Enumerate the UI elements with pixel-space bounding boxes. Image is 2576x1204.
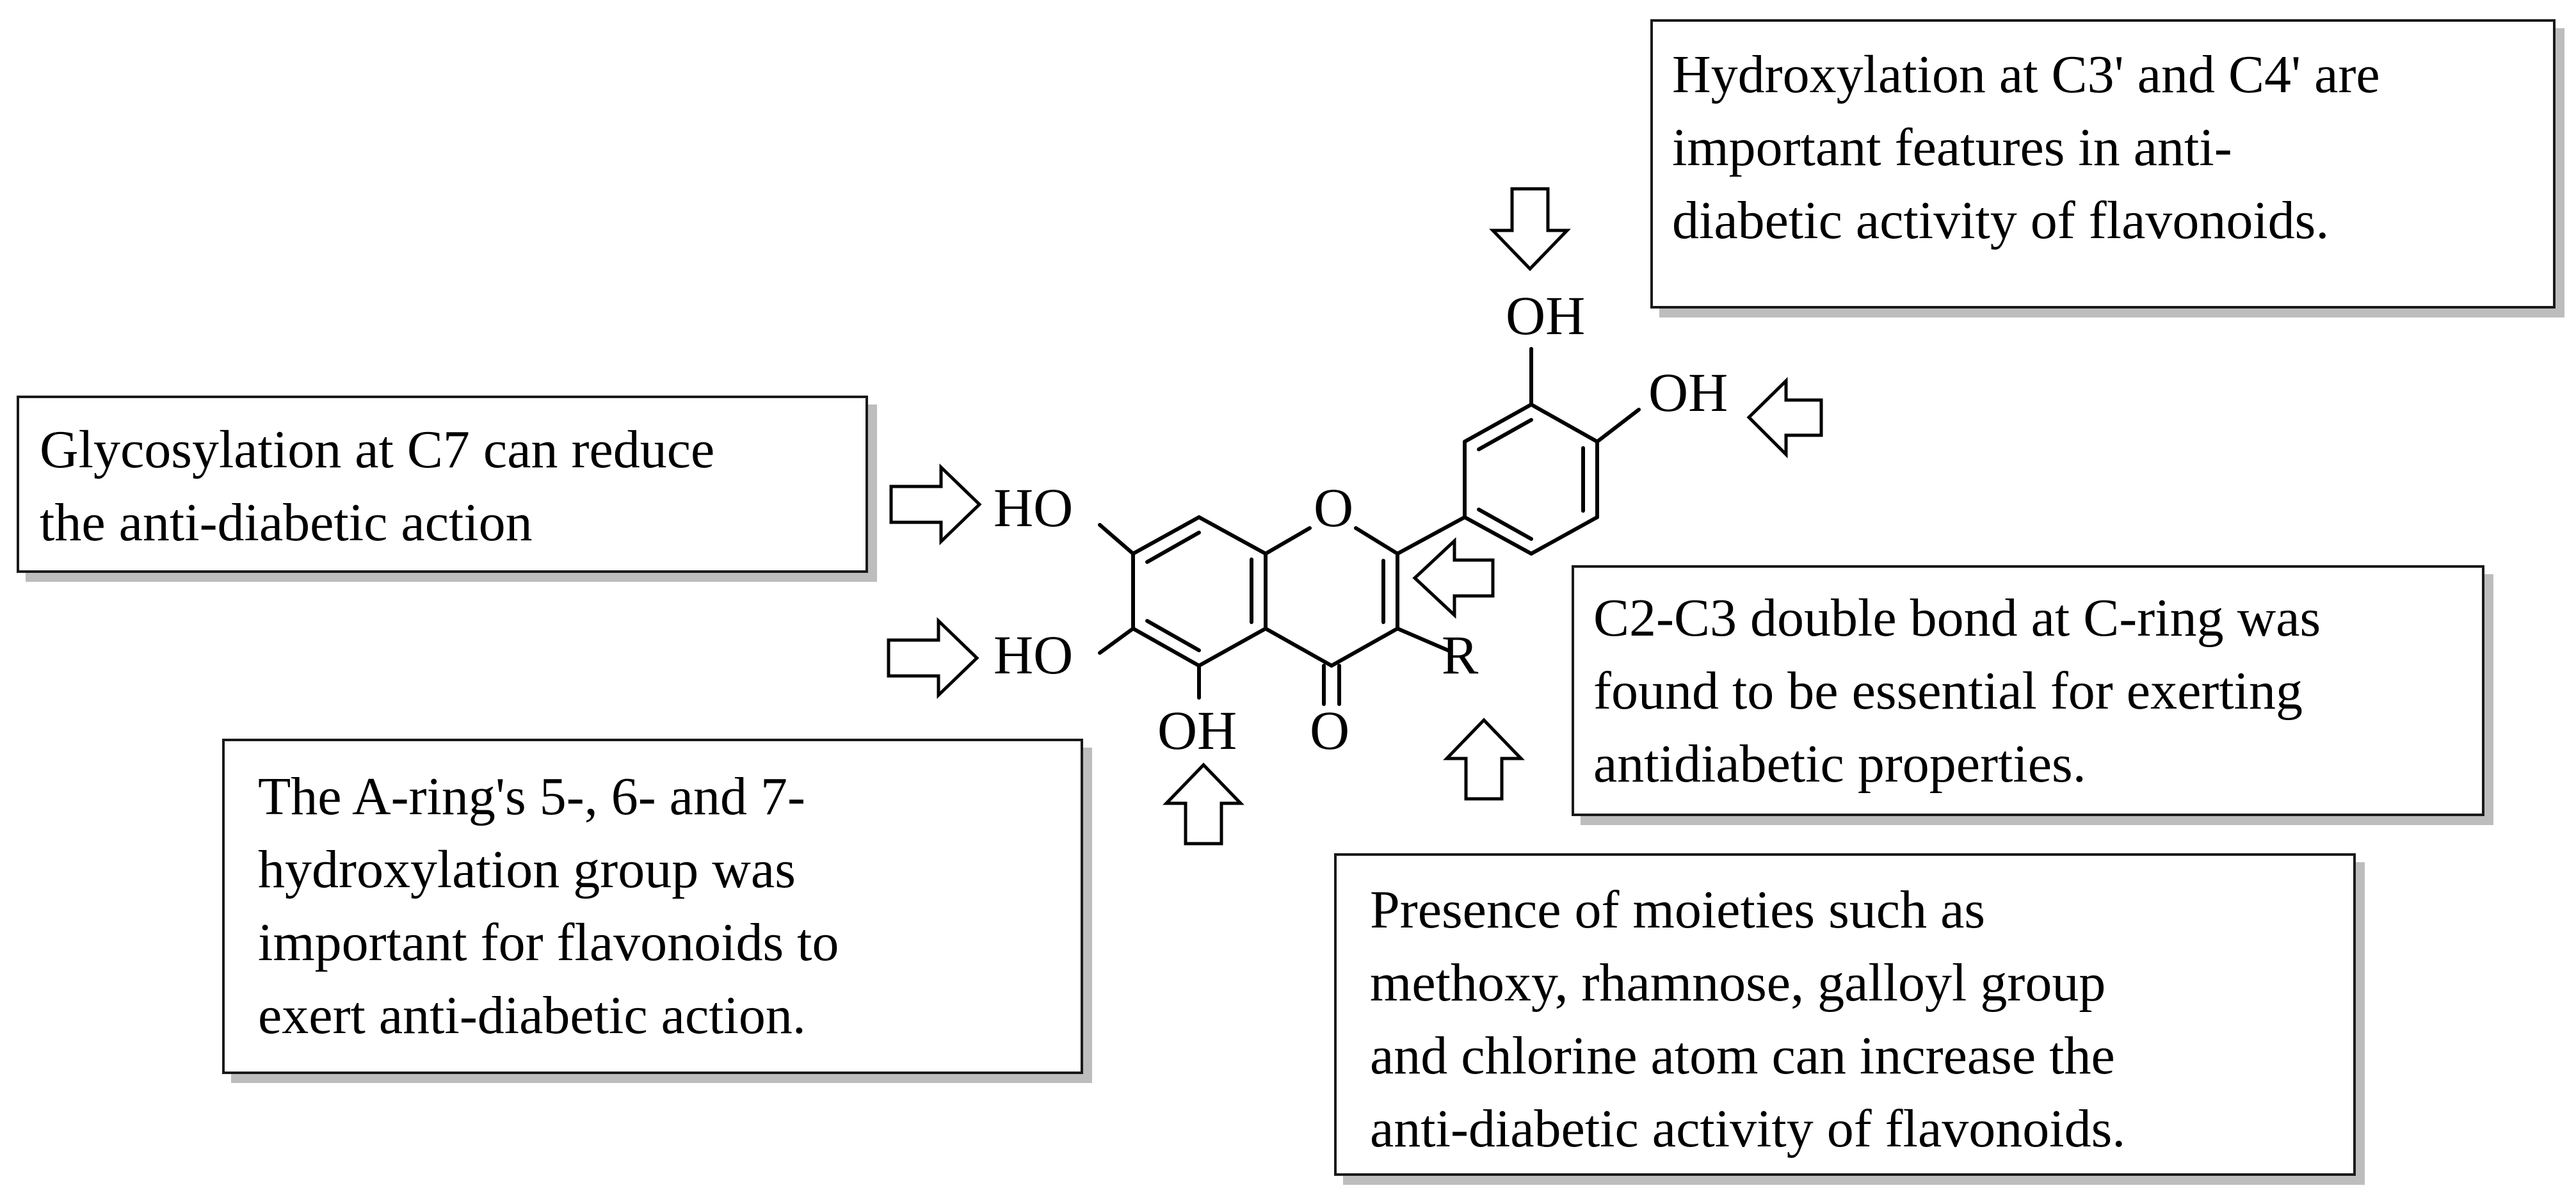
arrow-up-icon	[1163, 762, 1244, 846]
annotation-line: the anti-diabetic action	[40, 493, 533, 552]
arrows	[887, 187, 1823, 846]
arrow-right-icon	[887, 617, 979, 699]
arrow-right-icon	[889, 463, 982, 545]
arrow-down-icon	[1489, 187, 1571, 271]
atom-oh-c3prime: OH	[1506, 285, 1585, 346]
arrow-left-icon	[1746, 377, 1823, 459]
annotation-line: exert anti-diabetic action.	[258, 986, 806, 1045]
annotation-line: diabetic activity of flavonoids.	[1672, 191, 2330, 250]
annotation-moieties: Presence of moieties such as methoxy, rh…	[1334, 853, 2356, 1176]
atom-ho-c6: HO	[994, 624, 1073, 686]
atom-r-group: R	[1442, 624, 1479, 686]
atom-labels: HO HO OH O O R OH OH	[994, 285, 1728, 761]
atom-oh-c5: OH	[1157, 700, 1237, 761]
atom-o-ring: O	[1314, 477, 1353, 538]
annotation-line: Glycosylation at C7 can reduce	[40, 420, 715, 479]
atom-o-carbonyl: O	[1310, 700, 1349, 761]
annotation-line: important for flavonoids to	[258, 913, 839, 972]
bonds	[1098, 347, 1641, 706]
atom-ho-c7: HO	[994, 477, 1073, 538]
annotation-line: hydroxylation group was	[258, 840, 796, 899]
annotation-a-ring-hydroxylation: The A-ring's 5-, 6- and 7- hydroxylation…	[222, 739, 1083, 1074]
atom-oh-c4prime: OH	[1648, 362, 1728, 423]
annotation-line: found to be essential for exerting	[1593, 661, 2303, 721]
annotation-line: anti-diabetic activity of flavonoids.	[1370, 1099, 2126, 1159]
arrow-up-icon	[1443, 718, 1525, 801]
arrow-left-icon	[1412, 537, 1495, 619]
annotation-line: Hydroxylation at C3' and C4' are	[1672, 45, 2380, 104]
annotation-c2-c3-double-bond: C2-C3 double bond at C-ring was found to…	[1572, 565, 2484, 816]
annotation-glycosylation: Glycosylation at C7 can reduce the anti-…	[17, 396, 868, 573]
annotation-hydroxylation: Hydroxylation at C3' and C4' are importa…	[1650, 19, 2556, 309]
annotation-line: and chlorine atom can increase the	[1370, 1026, 2115, 1086]
annotation-line: Presence of moieties such as	[1370, 880, 1986, 940]
annotation-line: antidiabetic properties.	[1593, 734, 2086, 794]
annotation-line: methoxy, rhamnose, galloyl group	[1370, 953, 2106, 1013]
annotation-line: important features in anti-	[1672, 118, 2232, 177]
annotation-line: C2-C3 double bond at C-ring was	[1593, 588, 2321, 648]
annotation-line: The A-ring's 5-, 6- and 7-	[258, 767, 805, 826]
